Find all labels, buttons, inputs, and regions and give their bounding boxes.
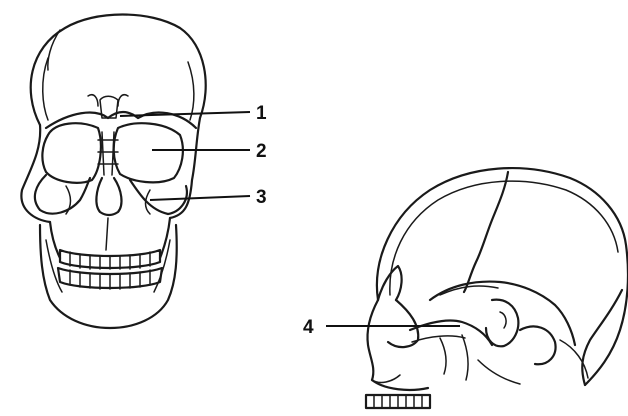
label-2: 2	[152, 141, 267, 162]
label-3: 3	[150, 187, 267, 208]
label-2-text: 2	[256, 141, 267, 162]
label-4: 4	[303, 317, 460, 338]
label-4-text: 4	[303, 317, 314, 338]
label-3-text: 3	[256, 187, 267, 208]
front-skull-drawing	[21, 15, 205, 329]
label-1-text: 1	[256, 103, 267, 124]
side-skull-drawing	[366, 168, 628, 408]
